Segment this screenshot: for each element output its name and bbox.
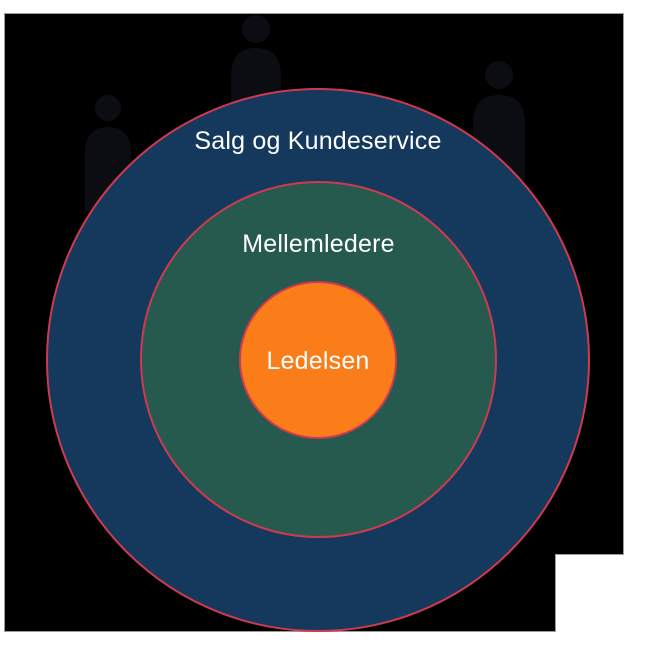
ring-label-middle-managers: Mellemledere: [242, 230, 395, 258]
ring-management: Ledelsen: [239, 281, 397, 439]
slide-corner-notch: [555, 554, 624, 632]
ring-label-sales-customer-service: Salg og Kundeservice: [194, 127, 442, 155]
ring-label-management: Ledelsen: [266, 347, 370, 375]
